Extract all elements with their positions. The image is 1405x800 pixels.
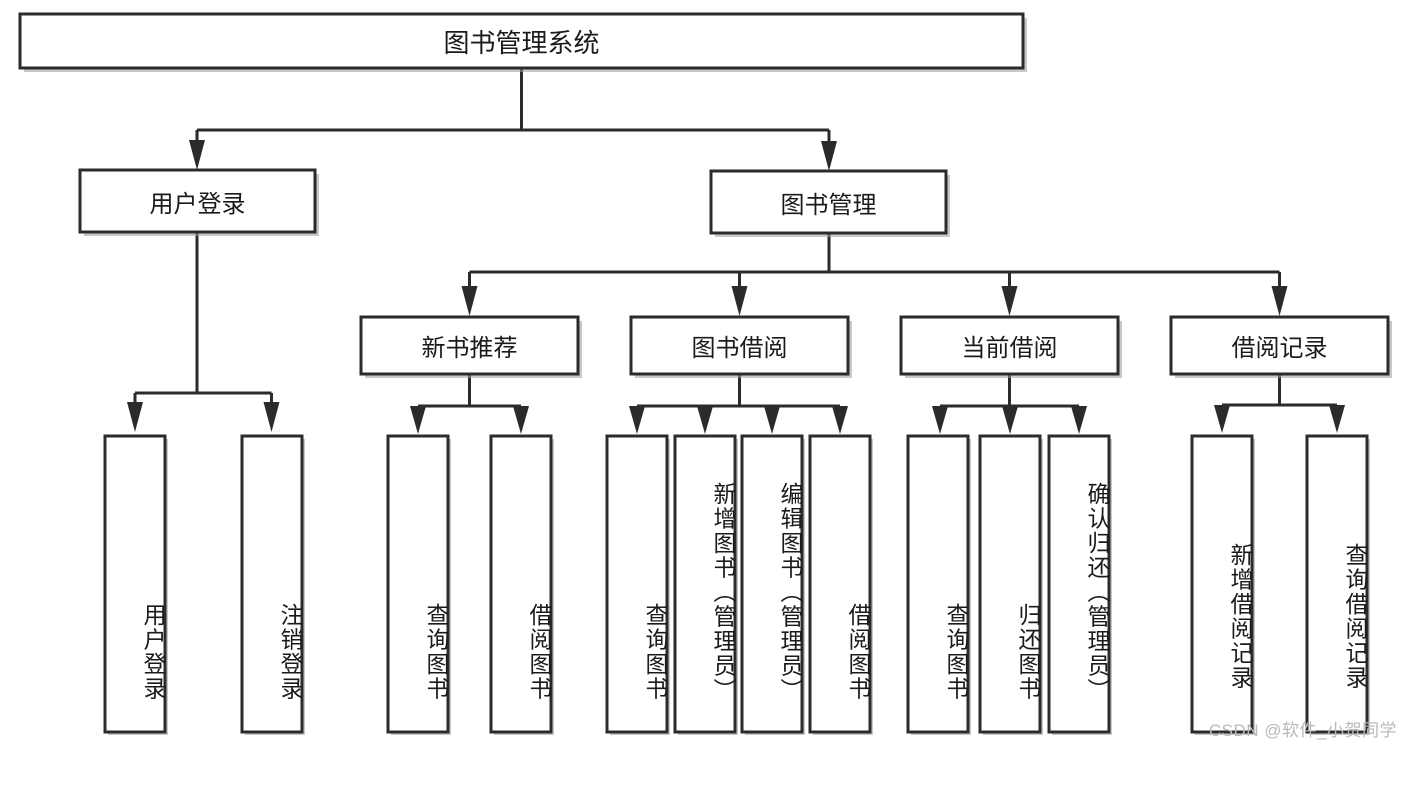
node-leaf-edit-book-rect[interactable] xyxy=(740,434,804,734)
node-root-rect[interactable] xyxy=(18,12,1025,70)
arrow-head-leaf-return-book xyxy=(1002,406,1018,434)
node-leaf-add-record[interactable] xyxy=(1190,434,1255,735)
node-leaf-borrow-book-2[interactable] xyxy=(808,434,873,735)
node-leaf-return-book[interactable] xyxy=(978,434,1043,735)
node-leaf-borrow-book-1[interactable] xyxy=(489,434,554,735)
connector-group-root xyxy=(189,68,837,171)
connector-group-borrow-record xyxy=(1214,374,1345,433)
arrow-head-book-borrow xyxy=(731,286,748,316)
node-leaf-return-book-rect[interactable] xyxy=(978,434,1042,734)
node-leaf-confirm-return-rect[interactable] xyxy=(1047,434,1111,734)
arrow-head-leaf-confirm-return xyxy=(1071,406,1087,434)
node-leaf-user-logout[interactable] xyxy=(240,434,305,735)
arrow-head-leaf-borrow-book-2 xyxy=(832,406,848,434)
node-leaf-query-book-1[interactable] xyxy=(386,434,451,735)
node-leaf-query-record-rect[interactable] xyxy=(1305,434,1369,734)
arrow-head-book-management xyxy=(821,141,837,171)
node-book-management[interactable] xyxy=(709,169,950,237)
arrow-head-user-login xyxy=(189,140,205,170)
node-leaf-query-book-2[interactable] xyxy=(605,434,670,735)
flowchart-svg xyxy=(18,12,1392,735)
node-leaf-query-book-3-rect[interactable] xyxy=(906,434,970,734)
arrow-head-leaf-query-book-1 xyxy=(410,406,426,434)
arrow-head-leaf-edit-book xyxy=(764,406,780,434)
node-leaf-query-record[interactable] xyxy=(1305,434,1370,735)
arrow-head-leaf-user-logout xyxy=(263,402,280,432)
arrow-head-leaf-query-book-3 xyxy=(932,406,948,434)
arrow-head-new-book-recommend xyxy=(461,286,478,316)
node-leaf-user-login[interactable] xyxy=(103,434,168,735)
node-root[interactable] xyxy=(18,12,1027,72)
node-current-borrow-rect[interactable] xyxy=(899,315,1120,376)
arrow-head-leaf-add-book xyxy=(697,406,713,434)
connector-group-current-borrow xyxy=(932,374,1087,434)
arrow-head-leaf-user-login xyxy=(127,402,143,432)
arrow-head-borrow-record xyxy=(1271,286,1288,316)
connector-group-new-book-recommend xyxy=(410,374,529,434)
node-leaf-confirm-return[interactable] xyxy=(1047,434,1112,735)
node-book-borrow-rect[interactable] xyxy=(629,315,850,376)
node-leaf-query-book-1-rect[interactable] xyxy=(386,434,450,734)
node-leaf-user-login-rect[interactable] xyxy=(103,434,167,734)
node-leaf-edit-book[interactable] xyxy=(740,434,805,735)
node-user-login[interactable] xyxy=(78,168,319,236)
diagram-canvas: 图书管理系统 用户登录 图书管理 新书推荐 图书借阅 当前借阅 借阅记录 用户登… xyxy=(18,12,1396,740)
node-user-login-rect[interactable] xyxy=(78,168,317,234)
arrow-head-leaf-query-record xyxy=(1329,405,1345,433)
node-leaf-query-book-3[interactable] xyxy=(906,434,971,735)
node-leaf-borrow-book-1-rect[interactable] xyxy=(489,434,553,734)
node-borrow-record[interactable] xyxy=(1169,315,1392,378)
node-leaf-add-book[interactable] xyxy=(673,434,738,735)
node-leaf-query-book-2-rect[interactable] xyxy=(605,434,669,734)
node-current-borrow[interactable] xyxy=(899,315,1122,378)
node-leaf-user-logout-rect[interactable] xyxy=(240,434,304,734)
arrow-head-leaf-add-record xyxy=(1214,405,1230,433)
node-new-book-recommend[interactable] xyxy=(359,315,582,378)
node-leaf-add-book-rect[interactable] xyxy=(673,434,737,734)
connector-group-user-login xyxy=(127,232,280,432)
node-new-book-recommend-rect[interactable] xyxy=(359,315,580,376)
arrow-head-current-borrow xyxy=(1001,286,1018,316)
node-book-borrow[interactable] xyxy=(629,315,852,378)
node-book-management-rect[interactable] xyxy=(709,169,948,235)
connector-group-book-borrow xyxy=(629,374,848,434)
node-borrow-record-rect[interactable] xyxy=(1169,315,1390,376)
node-leaf-borrow-book-2-rect[interactable] xyxy=(808,434,872,734)
connector-group-book-management xyxy=(461,233,1288,316)
arrow-head-leaf-query-book-2 xyxy=(629,406,645,434)
node-leaf-add-record-rect[interactable] xyxy=(1190,434,1254,734)
arrow-head-leaf-borrow-book-1 xyxy=(513,406,529,434)
